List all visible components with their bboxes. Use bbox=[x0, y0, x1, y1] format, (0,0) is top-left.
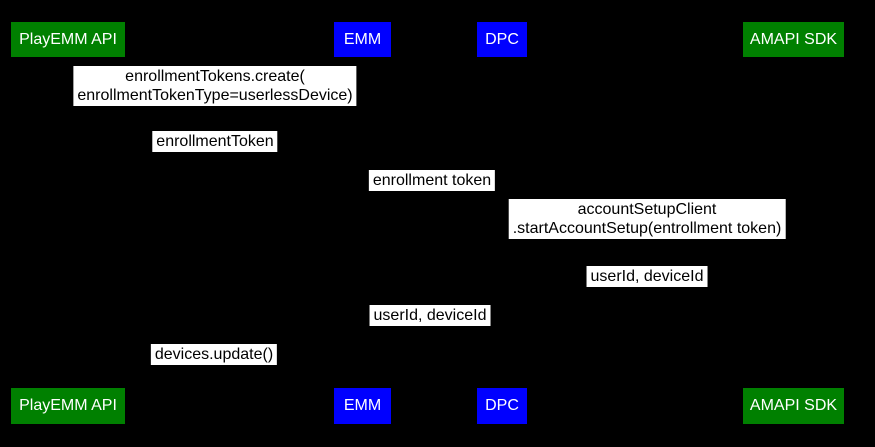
actor-label: AMAPI SDK bbox=[749, 397, 838, 414]
actor-label: DPC bbox=[485, 30, 519, 48]
actor-bottom-emm: EMM bbox=[334, 388, 391, 424]
message-userid-deviceid-2: userId, deviceId bbox=[369, 305, 491, 326]
message-enrollmenttokens-create: enrollmentTokens.create( enrollmentToken… bbox=[73, 66, 357, 106]
actor-label: PlayEMM API bbox=[19, 30, 117, 48]
message-userid-deviceid-1: userId, deviceId bbox=[586, 266, 708, 287]
actor-label: PlayEMM API bbox=[19, 397, 117, 414]
actor-bottom-playemm-api: PlayEMM API bbox=[11, 388, 125, 424]
message-enrollmenttoken-return: enrollmentToken bbox=[152, 131, 278, 152]
message-startaccountsetup: accountSetupClient .startAccountSetup(en… bbox=[508, 199, 786, 239]
actor-bottom-amapi-sdk: AMAPI SDK bbox=[743, 388, 844, 424]
actor-top-dpc: DPC bbox=[477, 22, 527, 57]
actor-bottom-dpc: DPC bbox=[477, 388, 527, 424]
message-enrollment-token: enrollment token bbox=[368, 170, 496, 191]
actor-top-playemm-api: PlayEMM API bbox=[11, 22, 125, 57]
actor-label: EMM bbox=[343, 397, 382, 414]
actor-top-emm: EMM bbox=[334, 22, 391, 57]
actor-label: DPC bbox=[485, 397, 519, 414]
actor-label: AMAPI SDK bbox=[749, 30, 838, 48]
message-devices-update: devices.update() bbox=[150, 344, 278, 365]
actor-top-amapi-sdk: AMAPI SDK bbox=[743, 22, 844, 57]
actor-label: EMM bbox=[343, 30, 382, 48]
